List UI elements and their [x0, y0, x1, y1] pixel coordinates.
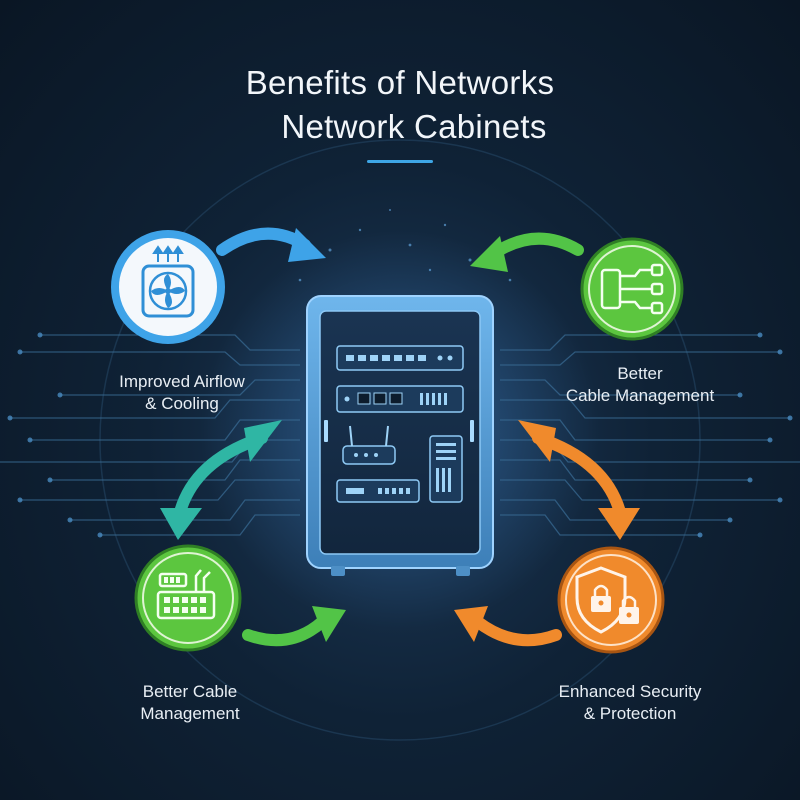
arrow-cable-top-to-cabinet — [470, 232, 584, 272]
cable-icon — [600, 263, 664, 315]
benefit-cable-top-label-line-2: Cable Management — [565, 386, 715, 405]
network-cabinet-icon — [306, 295, 494, 576]
benefit-security-label-line-2: & Protection — [583, 704, 677, 723]
benefit-cable-top-label-line-1: Better — [617, 364, 663, 383]
circuit-traces — [0, 334, 800, 536]
page-title-line-1: Benefits of Networks — [245, 64, 555, 101]
benefit-security-circle — [557, 546, 665, 654]
benefit-airflow-label: Improved Airflow & Cooling — [82, 371, 282, 415]
arrow-cable-bottom-to-cabinet — [242, 606, 346, 647]
benefit-cable-top-label: Better Cable Management — [540, 363, 740, 407]
circuit-nodes — [7, 332, 793, 538]
benefit-security-label-line-1: Enhanced Security — [558, 682, 702, 701]
benefit-cable-bottom-circle — [134, 544, 242, 652]
benefit-cable-bottom-label-line-1: Better Cable — [142, 682, 238, 701]
shield-lock-icon — [575, 566, 639, 634]
title-underline — [367, 160, 433, 163]
benefit-airflow-circle — [111, 230, 225, 344]
benefit-airflow-label-line-1: Improved Airflow — [119, 372, 245, 391]
arrow-airflow-to-cabinet — [216, 227, 326, 262]
arrow-teal-bidirectional — [160, 420, 282, 540]
benefit-cable-bottom-label-line-2: Management — [140, 704, 240, 723]
benefit-airflow-label-line-2: & Cooling — [145, 394, 219, 413]
benefit-cable-bottom-label: Better Cable Management — [90, 681, 290, 725]
benefit-cable-top-circle — [580, 237, 684, 341]
patch-panel-icon — [156, 569, 216, 620]
arrow-orange-bidirectional — [518, 420, 640, 540]
benefit-security-label: Enhanced Security & Protection — [520, 681, 740, 725]
arrow-security-to-cabinet — [454, 606, 562, 647]
fan-icon — [141, 245, 195, 318]
particles — [298, 209, 512, 282]
page-title-line-2: Network Cabinets — [281, 108, 547, 145]
